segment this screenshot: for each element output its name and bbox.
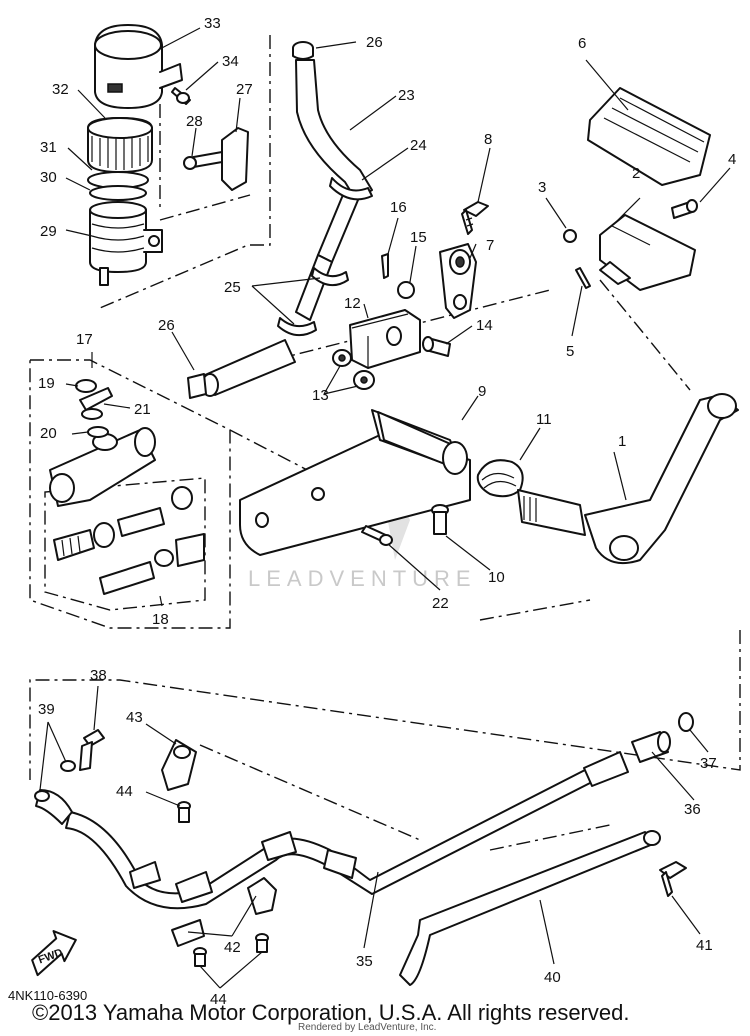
clevis-bracket: [349, 309, 421, 369]
union-bolt: [79, 729, 105, 771]
hose-fitting-36: [631, 731, 671, 763]
callout-42: 42: [224, 939, 241, 956]
reservoir-tank: [89, 201, 163, 286]
callout-23: 23: [398, 87, 415, 104]
hose-clip-top: [292, 41, 314, 60]
callout-7: 7: [486, 237, 494, 254]
bolt-44-upper: [177, 801, 191, 823]
callout-26-lower: 26: [158, 317, 175, 334]
callout-30: 30: [40, 169, 57, 186]
washer-37: [678, 712, 694, 732]
callout-20: 20: [40, 425, 57, 442]
callout-24: 24: [410, 137, 427, 154]
washer: [397, 281, 415, 299]
callout-33: 33: [204, 15, 221, 32]
banjo-fitting: [79, 387, 113, 420]
pedal-pad: [587, 87, 711, 186]
cotter-pin-5: [575, 267, 591, 289]
callout-41: 41: [696, 937, 713, 954]
brake-pedal: [517, 393, 739, 564]
pedal-arm-link: [439, 243, 477, 319]
bolt-4: [671, 199, 698, 219]
callout-37: 37: [700, 755, 717, 772]
callout-11: 11: [536, 411, 552, 428]
return-spring: [476, 459, 524, 498]
callout-17: 17: [76, 331, 93, 348]
reservoir-cap: [94, 24, 183, 109]
callout-35: 35: [356, 953, 373, 970]
callout-44-lower: 44: [210, 991, 227, 1008]
callout-31: 31: [40, 139, 57, 156]
callout-21: 21: [134, 401, 151, 418]
callout-38: 38: [90, 667, 107, 684]
callout-1: 1: [618, 433, 626, 450]
callout-8: 8: [484, 131, 492, 148]
master-cylinder: [49, 427, 156, 507]
callout-39: 39: [38, 701, 55, 718]
copyright-notice: ©2013 Yamaha Motor Corporation, U.S.A. A…: [32, 1000, 630, 1025]
callout-14: 14: [476, 317, 493, 334]
forward-arrow: FWD: [31, 930, 77, 977]
callout-40: 40: [544, 969, 561, 986]
pedal-plate: [599, 214, 696, 291]
screw: [171, 87, 191, 105]
reservoir-hose-lower: [187, 339, 296, 399]
callout-28: 28: [186, 113, 203, 130]
leader-lines: [39, 27, 731, 989]
watermark-text: LEADVENTURE: [248, 566, 477, 591]
callout-6: 6: [578, 35, 586, 52]
callout-4: 4: [728, 151, 736, 168]
hose-guard: [399, 830, 661, 986]
cotter-pin: [381, 253, 389, 279]
bolt-8: [461, 201, 489, 235]
callout-36: 36: [684, 801, 701, 818]
brake-hose: [35, 751, 629, 910]
bolt-10: [431, 504, 449, 535]
callout-34: 34: [222, 53, 239, 70]
copper-washers: [34, 760, 76, 802]
callout-16: 16: [390, 199, 407, 216]
callout-26-top: 26: [366, 34, 383, 51]
callout-3: 3: [538, 179, 546, 196]
hose-clamp-43: [161, 739, 197, 791]
bolts-44-lower: [193, 933, 269, 967]
callout-44-upper: 44: [116, 783, 133, 800]
bolt-22: [361, 525, 393, 546]
clevis-pin: [422, 336, 451, 357]
callout-12: 12: [344, 295, 361, 312]
callout-10: 10: [488, 569, 505, 586]
nut-3: [563, 229, 577, 243]
bushings: [332, 349, 375, 390]
callout-2: 2: [632, 165, 640, 182]
hose-clamps: [277, 267, 349, 337]
callout-19: 19: [38, 375, 55, 392]
reservoir-cap-ribbed: [87, 117, 153, 173]
callout-25: 25: [224, 279, 241, 296]
clip-19: [75, 379, 97, 393]
rendered-by-notice: Rendered by LeadVenture, Inc.: [298, 1022, 437, 1033]
diaphragm: [87, 171, 149, 201]
piston-kit: [53, 486, 205, 595]
callout-18: 18: [152, 611, 169, 628]
callout-32: 32: [52, 81, 69, 98]
callout-5: 5: [566, 343, 574, 360]
reservoir-hose: [295, 59, 373, 321]
callout-29: 29: [40, 223, 57, 240]
hose-clamp: [329, 177, 373, 201]
callout-22: 22: [432, 595, 449, 612]
callout-15: 15: [410, 229, 427, 246]
callout-numbers: 1 2 3 4 5 6 7 8 9 10 11 12 13 14 15 16 1…: [38, 15, 736, 1008]
callout-9: 9: [478, 383, 486, 400]
pedal-bracket: [239, 409, 471, 556]
bolt-41: [659, 861, 687, 897]
o-ring-20: [87, 426, 109, 438]
callout-43: 43: [126, 709, 143, 726]
callout-13: 13: [312, 387, 329, 404]
callout-27: 27: [236, 81, 253, 98]
hose-clamps-42: [171, 877, 277, 947]
reservoir-bracket: [183, 127, 249, 191]
diagram-code: 4NK110-6390: [8, 988, 88, 1003]
